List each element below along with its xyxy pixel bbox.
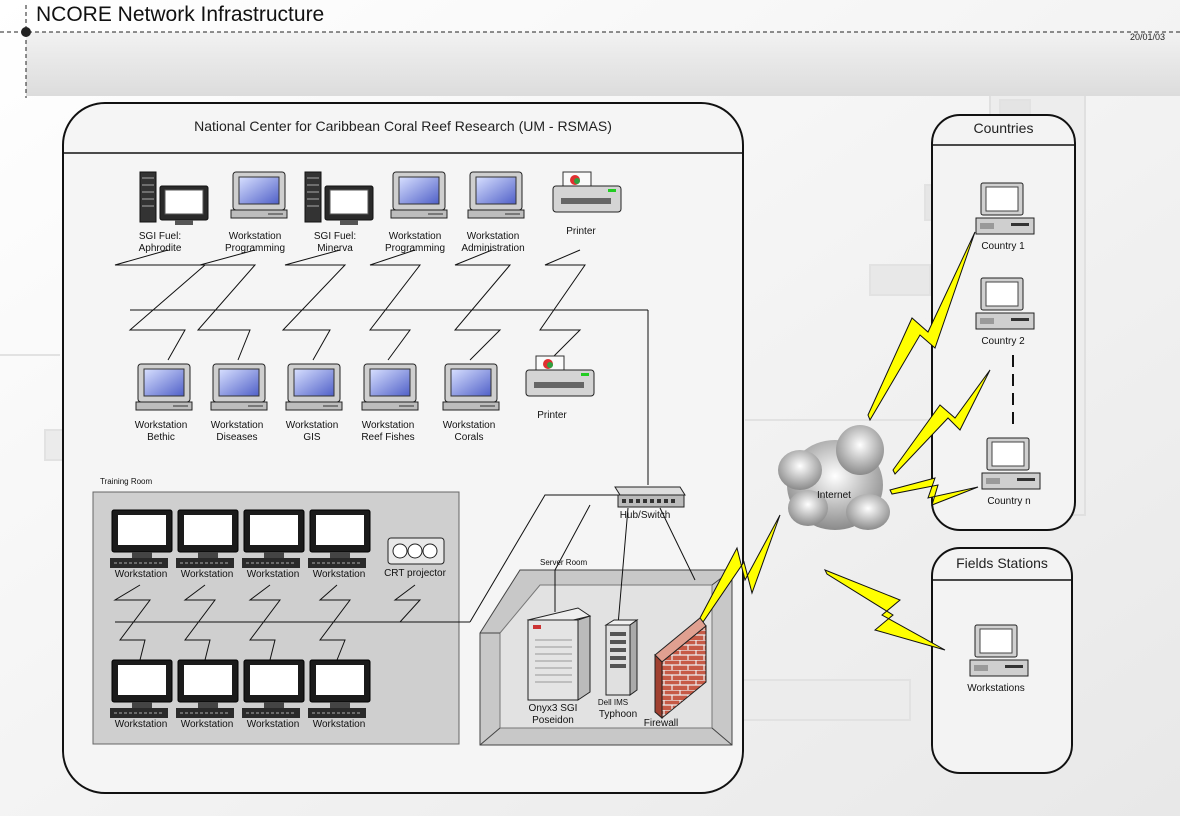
hub-switch-icon (614, 486, 686, 508)
ws-gis-label-1: Workstation (285, 420, 339, 431)
ws-corals-label-2: Corals (454, 432, 484, 443)
training-workstation-label: Workstation (114, 569, 168, 580)
training-workstation-2-icon (176, 509, 239, 568)
countries-title: Countries (973, 120, 1034, 136)
onyx-label-2: Poseidon (532, 715, 574, 726)
country-n-pc-icon (981, 437, 1041, 490)
header-band (0, 5, 1180, 98)
printer-2-icon (525, 355, 595, 397)
ws-reef-icon (361, 363, 419, 411)
ws-admin-icon (467, 171, 525, 219)
training-workstation-label: Workstation (246, 719, 300, 730)
field-stations-title: Fields Stations (956, 555, 1048, 571)
dell-server-icon (604, 619, 639, 696)
country-1-pc-icon (975, 182, 1035, 235)
ws-prog-1-label-1: Workstation (228, 231, 282, 242)
hub-switch-label: Hub/Switch (619, 510, 671, 521)
training-room-title: Training Room (100, 477, 153, 486)
ws-reef-label-1: Workstation (361, 420, 415, 431)
internet-cloud-icon (778, 425, 890, 530)
printer-1-label-1: Printer (566, 226, 596, 237)
ws-bethic-label-1: Workstation (134, 420, 188, 431)
aphrodite-label-1: SGI Fuel: (138, 231, 182, 242)
ws-prog-2-icon (390, 171, 448, 219)
training-workstation-label: Workstation (312, 569, 366, 580)
training-workstation-label: Workstation (312, 719, 366, 730)
training-workstation-8-icon (308, 659, 371, 718)
network-wiring (113, 249, 696, 661)
country-2-pc-icon (975, 277, 1035, 330)
ws-admin-label-2: Administration (461, 243, 525, 254)
onyx-label-1: Onyx3 SGI (528, 703, 578, 714)
training-workstation-5-icon (110, 659, 173, 718)
internet-label: Internet (817, 490, 851, 501)
diagram-date: 20/01/03 (1130, 32, 1166, 42)
country-n-label: Country n (987, 496, 1031, 507)
ws-gis-label-2: GIS (303, 432, 321, 443)
minerva-icon (304, 171, 374, 225)
ws-bethic-icon (135, 363, 193, 411)
ws-diseases-label-2: Diseases (216, 432, 258, 443)
training-workstation-label: Workstation (180, 569, 234, 580)
minerva-label-1: SGI Fuel: (313, 231, 357, 242)
training-workstation-1-icon (110, 509, 173, 568)
ws-bethic-label-2: Bethic (147, 432, 175, 443)
training-workstation-3-icon (242, 509, 305, 568)
training-workstation-4-icon (308, 509, 371, 568)
ws-diseases-label-1: Workstation (210, 420, 264, 431)
ws-corals-label-1: Workstation (442, 420, 496, 431)
country-1-label: Country 1 (981, 241, 1025, 252)
training-workstation-label: Workstation (180, 719, 234, 730)
training-workstation-7-icon (242, 659, 305, 718)
onyx-server-icon (526, 607, 592, 701)
aphrodite-label-2: Aphrodite (138, 243, 182, 254)
ws-prog-1-icon (230, 171, 288, 219)
country-2-label: Country 2 (981, 336, 1025, 347)
crt-projector-icon (387, 537, 445, 565)
ws-reef-label-2: Reef Fishes (361, 432, 415, 443)
crt-projector-label: CRT projector (384, 568, 446, 579)
field-workstations-label: Workstations (967, 683, 1025, 694)
training-workstation-6-icon (176, 659, 239, 718)
server-room-title: Server Room (540, 558, 588, 567)
main-center-title: National Center for Caribbean Coral Reef… (194, 118, 612, 134)
training-workstation-label: Workstation (114, 719, 168, 730)
page-title: NCORE Network Infrastructure (36, 3, 325, 26)
training-workstation-label: Workstation (246, 569, 300, 580)
aphrodite-icon (139, 171, 209, 225)
ws-prog-2-label-1: Workstation (388, 231, 442, 242)
ws-corals-icon (442, 363, 500, 411)
firewall-label: Firewall (643, 718, 679, 729)
dell-label-1: Dell IMS (597, 698, 629, 707)
printer-1-icon (552, 171, 622, 213)
minerva-label-2: Minerva (317, 243, 353, 254)
ws-prog-1-label-2: Programming (224, 243, 286, 254)
wan-links (699, 231, 991, 651)
printer-2-label-1: Printer (537, 410, 567, 421)
ws-gis-icon (285, 363, 343, 411)
field-station-pc-icon (969, 624, 1029, 677)
ws-prog-2-label-2: Programming (384, 243, 446, 254)
ws-diseases-icon (210, 363, 268, 411)
dell-label-2: Typhoon (598, 709, 638, 720)
ws-admin-label-1: Workstation (466, 231, 520, 242)
firewall-icon (654, 617, 707, 720)
